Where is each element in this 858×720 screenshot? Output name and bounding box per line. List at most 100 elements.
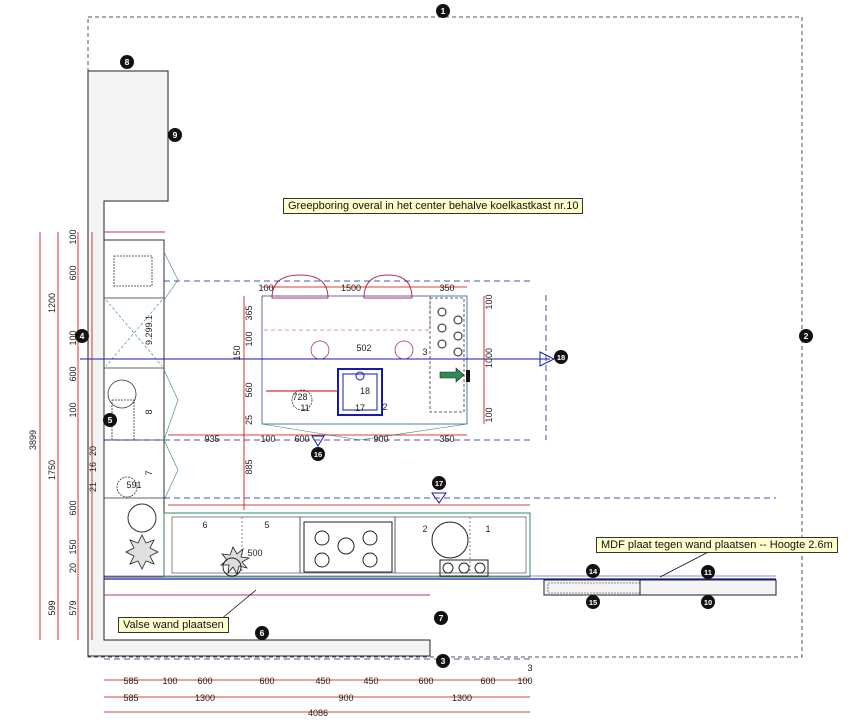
island-sink-inner bbox=[342, 373, 378, 411]
dim-bottom_dims-row1-5: 450 bbox=[363, 676, 378, 686]
svg-text:3: 3 bbox=[441, 656, 446, 666]
dim-island_dims-left-1: 100 bbox=[244, 331, 254, 346]
left-run-door-swing bbox=[163, 251, 179, 501]
svg-text:8: 8 bbox=[125, 57, 130, 67]
marker-11: 11 bbox=[701, 565, 715, 579]
svg-text:11: 11 bbox=[704, 568, 712, 577]
shelf-knob-b2 bbox=[453, 331, 463, 341]
dim-island_dims-left-3: 560 bbox=[244, 382, 254, 397]
dim-bottom_dims-row3-0: 4086 bbox=[308, 708, 328, 718]
dim-bottom_dims-row1-7: 600 bbox=[480, 676, 495, 686]
dim-left_dims-col_b-1: 600 bbox=[68, 265, 78, 280]
leader-valse-wand bbox=[219, 589, 257, 621]
counter-run bbox=[163, 512, 531, 578]
svg-text:1: 1 bbox=[441, 6, 446, 16]
marker-5: 5 bbox=[103, 413, 117, 427]
shelf-knob-b1 bbox=[453, 315, 463, 325]
dim-bottom_dims-row1-1: 100 bbox=[162, 676, 177, 686]
svg-text:9: 9 bbox=[173, 130, 178, 140]
dim-labels-counter-0: 6 bbox=[202, 520, 207, 530]
svg-text:7: 7 bbox=[439, 613, 444, 623]
plant-circle bbox=[127, 503, 157, 533]
island-door-swing bbox=[261, 423, 468, 441]
dim-island_dims-left-2: 150 bbox=[232, 345, 242, 360]
marker-15: 15 bbox=[586, 595, 600, 609]
marker-2: 2 bbox=[799, 329, 813, 343]
dim-bottom_dims-row2-1: 1300 bbox=[195, 693, 215, 703]
left-dishwasher-circle bbox=[116, 476, 138, 498]
corner-circle bbox=[222, 557, 242, 577]
dim-island_dims-inner-1: 728 bbox=[292, 392, 307, 402]
dim-island_dims-inner-2: 11 bbox=[300, 403, 309, 413]
marker-6: 6 bbox=[255, 626, 269, 640]
plant-star bbox=[125, 534, 159, 570]
svg-text:15: 15 bbox=[589, 598, 597, 607]
left-tap-unit bbox=[113, 255, 153, 287]
dim-bottom_dims-row1-2: 600 bbox=[197, 676, 212, 686]
mdf-panel bbox=[543, 579, 777, 596]
left-cabinet-run bbox=[103, 239, 165, 578]
dim-bottom_dims-row2-0: 585 bbox=[123, 693, 138, 703]
island-handle bbox=[466, 370, 470, 382]
left-dim-lines bbox=[39, 232, 93, 640]
svg-text:6: 6 bbox=[260, 628, 265, 638]
bottom-dim-lines bbox=[104, 679, 530, 713]
dim-island_dims-right-1: 1000 bbox=[484, 348, 494, 368]
dim-bottom_dims-row1-0: 585 bbox=[123, 676, 138, 686]
marker-10: 10 bbox=[701, 595, 715, 609]
note-valse-wand: Valse wand plaatsen bbox=[118, 617, 229, 633]
burner-5 bbox=[362, 552, 378, 568]
dim-island_dims-bottom-1: 100 bbox=[260, 434, 275, 444]
marker-8: 8 bbox=[120, 55, 134, 69]
island-waste bbox=[291, 389, 313, 411]
marker-18: 18 bbox=[554, 350, 568, 364]
dim-island_dims-inner-6: 2 bbox=[382, 402, 387, 412]
island-sink-outer bbox=[337, 368, 383, 416]
island-arrow bbox=[439, 367, 465, 383]
dim-left_dims-col_b-7: 20 bbox=[68, 563, 78, 573]
dim-left_dims-col_c-2: 20 bbox=[88, 446, 98, 456]
counter-run-inner bbox=[171, 516, 527, 574]
marker-7: 7 bbox=[434, 611, 448, 625]
dim-left_dims-col_b-0: 100 bbox=[68, 229, 78, 244]
knob-1 bbox=[442, 562, 454, 574]
shelf-knob-a2 bbox=[437, 323, 447, 333]
shelf-knob-b3 bbox=[453, 347, 463, 357]
burner-4 bbox=[314, 552, 330, 568]
knob-3 bbox=[474, 562, 486, 574]
knob-2 bbox=[458, 562, 470, 574]
dim-island_dims-bottom-4: 350 bbox=[439, 434, 454, 444]
left-run-diagonals bbox=[105, 299, 163, 367]
stool-seat-2 bbox=[394, 340, 414, 360]
dim-left_dims-col_d-0: 579 bbox=[68, 600, 78, 615]
dim-left_dims-col_b-3: 600 bbox=[68, 366, 78, 381]
svg-text:17: 17 bbox=[435, 479, 443, 488]
svg-text:18: 18 bbox=[557, 353, 565, 362]
shelf-knob-a1 bbox=[437, 307, 447, 317]
dim-island_dims-left-0: 365 bbox=[244, 305, 254, 320]
dim-left_dims-col_c-0: 21 bbox=[88, 482, 98, 492]
room-outline bbox=[87, 16, 803, 658]
dim-bottom_dims-row2-2: 900 bbox=[338, 693, 353, 703]
cooktop bbox=[303, 521, 393, 573]
dim-bottom_dims-row1-8: 100 bbox=[517, 676, 532, 686]
stool-1 bbox=[271, 274, 329, 299]
dim-bottom_dims-row1-6: 600 bbox=[418, 676, 433, 686]
dim-bottom_dims-row1-3: 600 bbox=[259, 676, 274, 686]
marker-1: 1 bbox=[436, 4, 450, 18]
marker-4: 4 bbox=[75, 329, 89, 343]
stool-seat-1 bbox=[310, 340, 330, 360]
dim-island_dims-bottom-0: 935 bbox=[204, 434, 219, 444]
marker-17: 17 bbox=[432, 476, 446, 490]
dim-left_dims-col_b-4: 100 bbox=[68, 402, 78, 417]
dim-left_dims-col_a-1: 1750 bbox=[47, 460, 57, 480]
island-dim-lines bbox=[168, 286, 530, 510]
left-wall bbox=[87, 70, 431, 657]
dim-island_dims-top-0: 100 bbox=[258, 283, 273, 293]
burner-3 bbox=[337, 537, 355, 555]
dim-labels-left_units-0: 8 bbox=[144, 409, 154, 414]
corner-plant bbox=[219, 546, 251, 576]
